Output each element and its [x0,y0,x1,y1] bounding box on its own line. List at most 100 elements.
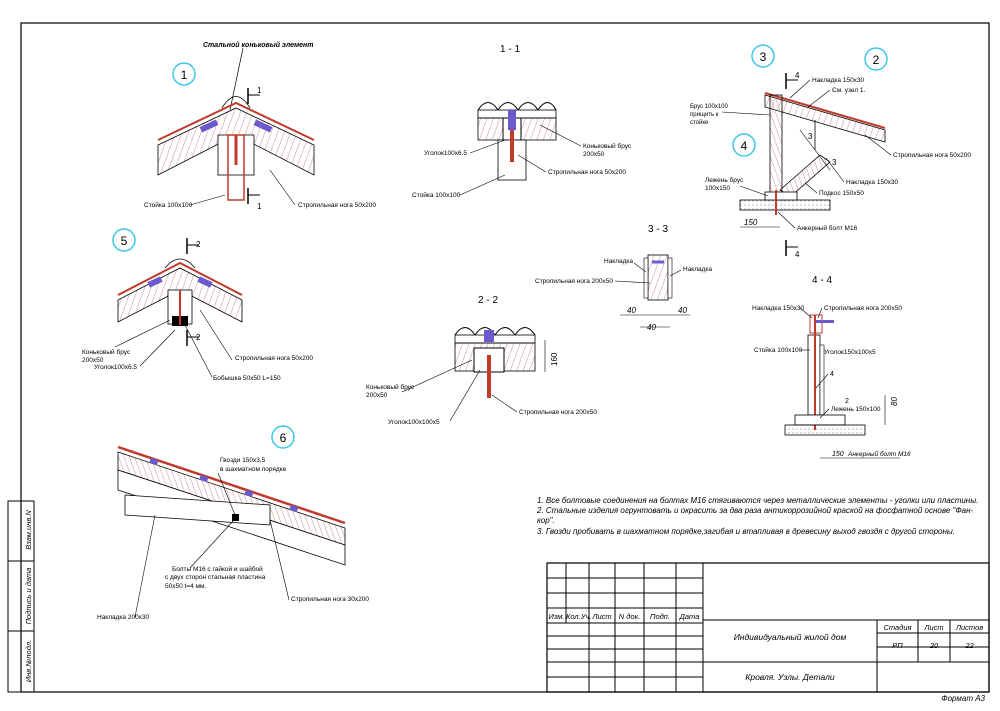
label-nakladka: Накладка 150x30 [812,77,865,84]
stage-header: Стадия [883,623,912,632]
dim-40-right: 40 [678,306,687,315]
node-marker-1 [172,62,196,86]
col-podp: Подп. [650,612,670,621]
dim-160: 160 [550,352,559,366]
label-brus: Коньковый брус [82,348,131,356]
label-nakladka-left: Накладка [604,258,633,265]
label-nakladka: Накладка 150x30 [752,305,805,312]
svg-text:прищить к: прищить к [690,112,719,118]
node-number: 5 [121,234,128,248]
label-bolt: Анкерный болт М16 [847,450,911,458]
svg-text:стойке: стойке [690,119,709,126]
project-name: Индивидуальный жилой дом [733,632,847,642]
note-1: 1. Все болтовые соединения на болтах М16… [537,496,979,505]
col-data: Дата [679,612,700,621]
col-ndok: N док. [618,612,641,621]
label-brus: Коньковый брус [583,142,632,150]
dim-150: 150 [744,218,758,227]
section-3-3: 3 - 3 Накладка Накладка Стропильная нога… [535,224,712,332]
svg-text:200x50: 200x50 [366,392,388,399]
stamp-inv: Инв.№подл. [24,640,33,682]
label-noga: Стропильная нога 50x200 [235,355,313,362]
label-gvozdi: Гвозди 150x3,5 [220,457,266,464]
node-1: 1 Стальной коньковый элемент 1 1 Стойка … [144,41,376,211]
label-ugolok: Уголок100x6.5 [94,364,137,371]
label-uzel: См. узел 1. [832,87,866,94]
label-ugolok: Уголок100x100x5 [388,419,440,426]
node-6: 6 Гвозди 150x3,5 в шахматном порядке Бол… [97,425,369,621]
label-noga: Стропильная нога 50x200 [298,202,376,209]
node-5: 5 2 2 Коньковый брус 200x50 Уголок100x6.… [82,228,313,382]
dim-150: 150 [832,451,844,458]
node-1-title: Стальной коньковый элемент [203,41,314,49]
label-brus: Брус 100x100 [690,104,728,110]
label-noga: Стропильная нога 200x50 [824,305,902,312]
svg-text:с двух сторон стальная пластин: с двух сторон стальная пластина [165,574,266,581]
node-number: 3 [760,50,767,64]
dim-40-bottom: 40 [647,323,656,332]
node-number: 4 [741,139,748,153]
cut-label: 4 [795,71,800,80]
cut-label: 4 [795,250,800,259]
section-title: 2 - 2 [478,295,498,306]
section-title: 3 - 3 [648,224,668,235]
title-block-grid [546,562,990,693]
node-number: 2 [873,53,880,67]
label-nakladka-2: Накладка 150x30 [846,179,899,186]
label-two: 2 [845,398,849,405]
node-number: 1 [181,68,188,82]
label-noga: Стропильная нога 50x200 [548,169,626,176]
label-lezhen: Лежень брус [705,176,744,184]
col-list: Лист [592,612,612,621]
sheet-frame [20,22,990,693]
section-1-1: 1 - 1 Коньковый брус 200x50 Уголок100x6.… [412,44,632,199]
sheet-title: Кровля. Узлы. Детали [745,672,835,682]
cut-label: 2 [196,333,201,342]
col-kol: Кол.Уч. [566,612,592,621]
label-noga: Стропильная нога 200x50 [535,278,613,285]
lists-header: Листов [955,623,984,632]
node-2-3-4: 3 2 4 4 4 3 3 Накладка 150x30 См. узел 1… [690,44,971,259]
stamp-podpis: Подпись и дата [24,568,33,625]
note-3: 3. Гвозди пробивать в шахматном порядке,… [537,527,955,536]
label-ugolok: Уголок100x6.5 [424,150,467,157]
label-podkos: Подкос 150x50 [819,190,864,197]
label-stoika: Стойка 100x100 [754,346,803,354]
label-nakladka-right: Накладка [683,266,712,273]
label-stoika: Стойка 100x100 [412,191,461,199]
list-value: 20 [929,641,939,650]
note-2: 2. Стальные изделия огрунтовать и окраси… [537,506,974,525]
sheet-format: Формат А3 [941,694,985,703]
node-number: 6 [280,431,287,445]
label-ugolok: Уголок150x100x5 [824,349,876,356]
svg-text:в шахматном порядке: в шахматном порядке [220,466,287,473]
label-bolty: Болты М16 с гайкой и шайбой [172,565,263,573]
label-stoika: Стойка 100x100 [144,201,193,209]
cut-label: 1 [257,202,262,211]
dim-40-left: 40 [627,306,636,315]
stamp-vzam: Взам.инв.N [24,510,33,550]
cut-label: 3 [832,158,837,167]
cut-label: 1 [257,86,262,95]
label-noga: Стропильная нога 30x200 [291,596,369,603]
stage-value: РП [892,641,903,650]
side-stamp: Взам.инв.N Подпись и дата Инв.№подл. [7,500,35,693]
svg-text:200x50: 200x50 [82,357,104,364]
section-title: 1 - 1 [500,44,520,55]
lists-value: 22 [965,641,974,650]
svg-text:200x50: 200x50 [583,151,605,158]
section-2-2: 2 - 2 160 Коньковый брус 200x50 Уголок10… [366,295,597,426]
svg-text:50x50 t=4 мм.: 50x50 t=4 мм. [165,583,206,590]
cut-label: 2 [196,240,201,249]
label-bobyshka: Бобышка 50x50 L=150 [213,374,281,382]
label-brus: Коньковый брус [366,383,415,391]
label-lezhen: Лежень 150x100 [831,406,881,413]
svg-text:100x150: 100x150 [705,185,730,192]
section-4-4: 4 - 4 Накладка 150x30 Стропильная нога 2… [752,275,911,459]
section-title: 4 - 4 [812,275,832,286]
label-noga: Стропильная нога 50x200 [893,152,971,159]
col-izm: Изм. [548,612,565,621]
label-bolt: Анкерный болт М16 [797,224,858,232]
